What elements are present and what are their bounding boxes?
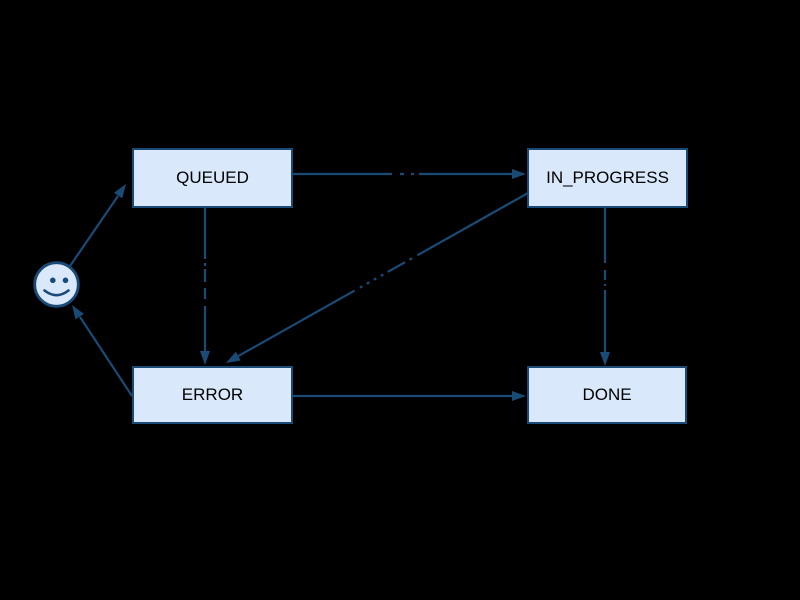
arrowhead — [512, 169, 526, 179]
arrowhead — [72, 305, 84, 320]
edge-error-to-smiley — [72, 305, 133, 397]
arrowhead — [600, 352, 610, 366]
edge-line — [69, 195, 119, 267]
arrowhead — [200, 351, 210, 365]
state-node-in-progress: IN_PROGRESS — [527, 148, 688, 208]
state-node-done: DONE — [527, 366, 687, 424]
edge-queued-to-error — [200, 208, 210, 365]
edge-in-progress-to-done — [600, 208, 610, 366]
smiley-left-eye — [50, 277, 56, 284]
edge-queued-to-in-progress — [293, 169, 526, 179]
smiley-face-icon — [33, 261, 80, 308]
smiley-mouth — [43, 289, 70, 297]
state-node-queued: QUEUED — [132, 148, 293, 208]
arrowhead — [226, 351, 241, 363]
edge-line — [79, 316, 133, 397]
edge-smiley-to-queued — [69, 184, 126, 267]
state-node-error: ERROR — [132, 366, 293, 424]
arrowhead — [512, 391, 526, 401]
edge-error-to-done — [293, 391, 526, 401]
smiley-right-eye — [62, 277, 69, 284]
edge-in-progress-to-error — [226, 192, 529, 363]
arrowhead — [114, 184, 126, 199]
smiley-head — [33, 261, 80, 308]
edge-line — [237, 192, 529, 358]
